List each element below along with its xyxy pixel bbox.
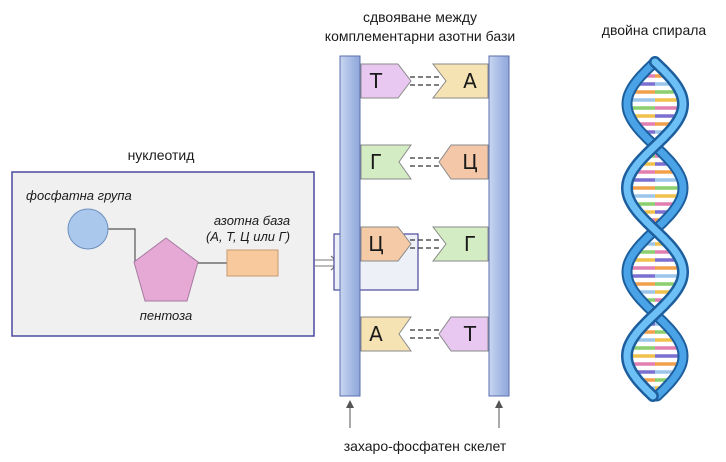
left-base-letter: Т: [369, 69, 383, 93]
phosphate-group-label: фосфатна група: [26, 188, 132, 203]
phosphate-group-circle: [67, 208, 109, 250]
left-base-letter: Г: [370, 150, 382, 174]
left-base-shape: [360, 63, 412, 99]
pentose-pentagon: [133, 237, 199, 302]
left-sugar-phosphate-rail: [339, 55, 361, 397]
right-base-letter: Т: [463, 322, 477, 346]
right-base-shape: [438, 144, 489, 180]
left-base-shape: [360, 226, 412, 262]
left-base-letter: Ц: [368, 232, 384, 256]
nitrogenous-base-label: азотна база: [214, 213, 290, 228]
phosphate-pentose-bond: [108, 228, 136, 262]
right-sugar-phosphate-rail: [488, 55, 510, 397]
helix-strand-front-highlight: [623, 58, 687, 400]
pentose-label: пентоза: [140, 308, 192, 323]
double-helix-illustration: [620, 56, 690, 402]
backbone-label: захаро-фосфатен скелет: [344, 438, 507, 454]
right-base-letter: А: [463, 69, 477, 93]
right-base-shape: [438, 316, 489, 352]
double-helix-title: двойна спирала: [602, 22, 707, 38]
right-base-letter: Г: [464, 232, 476, 256]
right-base-shape: [431, 63, 489, 99]
pairing-title-line1: сдвояване между: [363, 9, 477, 25]
nucleotide-title: нуклеотид: [128, 147, 195, 163]
pairing-title-line2: комплементарни азотни бази: [325, 28, 515, 44]
left-base-shape: [360, 144, 412, 180]
right-base-shape: [431, 226, 489, 262]
left-base-shape: [360, 316, 412, 352]
nitrogenous-base-rect: [226, 249, 279, 277]
nitrogenous-base-types-label: (А, Т, Ц или Г): [206, 229, 290, 244]
right-base-letter: Ц: [462, 150, 478, 174]
left-base-letter: А: [369, 322, 383, 346]
